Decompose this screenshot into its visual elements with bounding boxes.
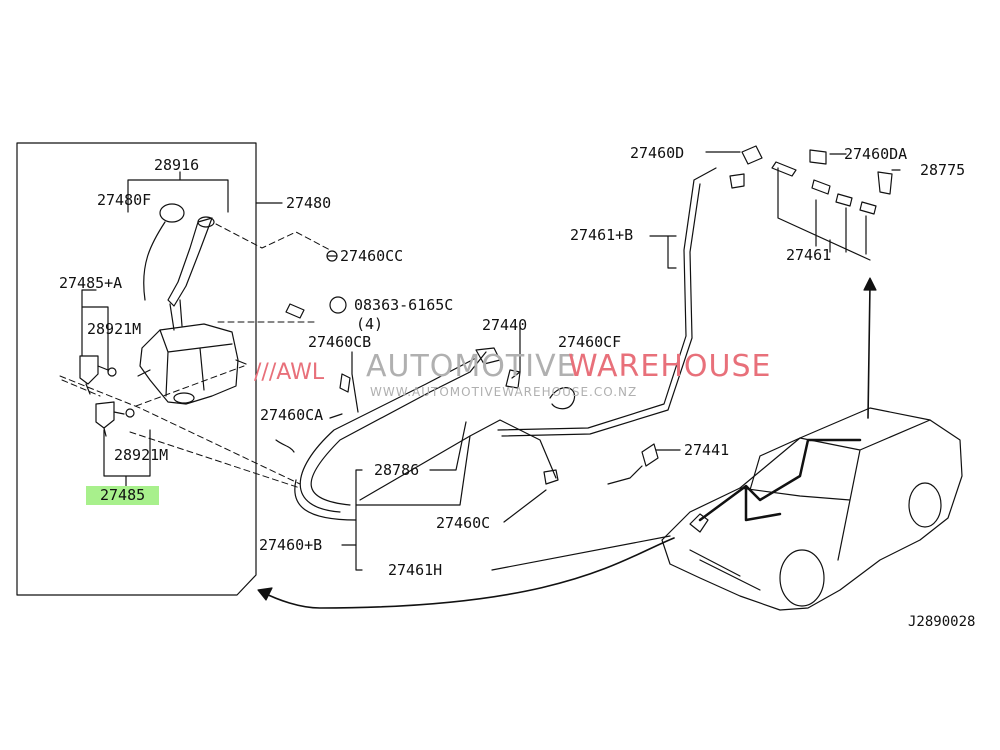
part-label-28786[interactable]: 28786 (374, 461, 420, 479)
part-label-28775[interactable]: 28775 (920, 161, 966, 179)
part-label-27460d[interactable]: 27460D (630, 144, 685, 162)
part-label-28916[interactable]: 28916 (154, 156, 200, 174)
part-label-27460cc[interactable]: 27460CC (340, 247, 404, 265)
part-label-27485a[interactable]: 27485+A (59, 274, 123, 292)
part-label-28921m-top[interactable]: 28921M (87, 320, 142, 338)
car-body-shape (661, 407, 963, 611)
part-label-27460b[interactable]: 27460+B (259, 536, 323, 554)
pump-upper-shape (79, 355, 99, 385)
part-label-27460da[interactable]: 27460DA (844, 145, 908, 163)
part-label-08363-qty[interactable]: (4) (356, 315, 384, 333)
cap-27480f-shape (159, 203, 185, 223)
part-label-27460ca[interactable]: 27460CA (260, 406, 324, 424)
diagram-reference-code: J2890028 (908, 614, 976, 630)
part-label-27440[interactable]: 27440 (482, 316, 528, 334)
part-label-27460cb[interactable]: 27460CB (308, 333, 372, 351)
tank-assembly-frame (16, 142, 257, 596)
part-label-27461[interactable]: 27461 (786, 246, 832, 264)
part-label-27480f[interactable]: 27480F (97, 191, 152, 209)
part-label-28921m-bottom[interactable]: 28921M (114, 446, 169, 464)
part-label-27461b[interactable]: 27461+B (570, 226, 634, 244)
cap-strap (143, 221, 166, 301)
part-label-27441[interactable]: 27441 (684, 441, 730, 459)
part-label-27460c[interactable]: 27460C (436, 514, 491, 532)
check-valve-27440-shape (475, 347, 501, 365)
filler-neck-shape (167, 217, 213, 307)
hose-bundle (310, 351, 487, 506)
part-label-27461h[interactable]: 27461H (388, 561, 443, 579)
part-label-27485-highlighted[interactable]: 27485 (86, 486, 160, 505)
part-label-08363-6165c[interactable]: 08363-6165C (354, 296, 454, 314)
reservoir-tank-shape (139, 323, 239, 405)
part-label-27480[interactable]: 27480 (286, 194, 332, 212)
part-label-27460cf[interactable]: 27460CF (558, 333, 622, 351)
pump-lower-shape (95, 401, 115, 429)
